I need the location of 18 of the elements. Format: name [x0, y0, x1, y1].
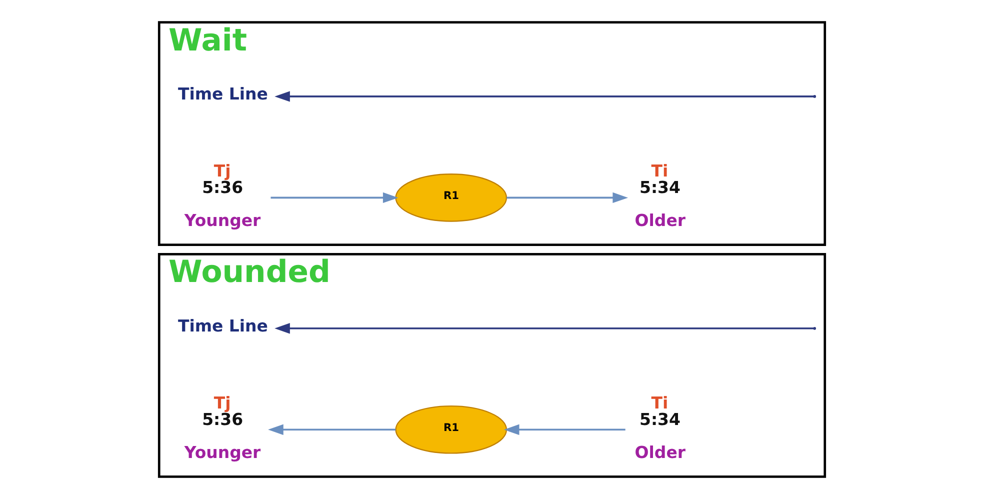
arrow — [268, 424, 396, 435]
arrow — [270, 192, 398, 204]
node-text: Ti 5:34 — [640, 162, 680, 198]
arrow — [506, 192, 628, 204]
arrow — [274, 323, 814, 334]
node-label: Younger — [184, 443, 261, 462]
node-ellipse: R1 — [395, 174, 508, 222]
node-text: Time Line — [178, 84, 268, 104]
node-label: Younger — [184, 211, 261, 230]
node-text: Tj 5:36 — [202, 394, 244, 430]
arrow — [504, 424, 626, 435]
arrow — [274, 91, 814, 102]
node-text: Ti 5:34 — [640, 394, 680, 430]
node-ellipse: R1 — [395, 406, 508, 454]
node-text: Time Line — [178, 316, 268, 336]
node-label: Older — [634, 211, 686, 230]
node-text: Tj 5:36 — [202, 162, 244, 198]
node-label: Older — [634, 443, 686, 462]
